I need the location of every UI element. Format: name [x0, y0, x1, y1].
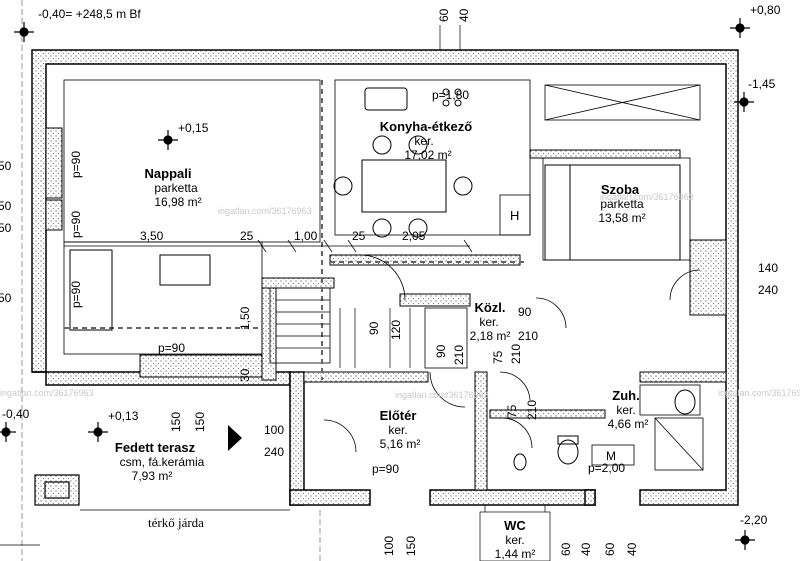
dim-150-bot: 150 — [404, 536, 418, 556]
elevation-left-lower: -0,40 — [2, 407, 30, 421]
wc-floor: ker. — [505, 533, 524, 547]
dim-210d: 210 — [525, 400, 539, 420]
watermark-3: ingatlan.com/36176963 — [0, 388, 94, 398]
dim-210a: 210 — [452, 345, 466, 365]
dim-120: 120 — [389, 320, 403, 340]
elevation-terrace: +0,13 — [108, 409, 139, 423]
dim-100-bot: 100 — [382, 536, 396, 556]
dim-210b: 210 — [509, 344, 523, 364]
living-furniture — [69, 249, 211, 331]
dim-40-bot2: 40 — [625, 542, 639, 556]
dim-150b: 150 — [193, 412, 207, 432]
fridge-h-label: H — [510, 208, 519, 223]
interior-walls — [45, 127, 727, 491]
dim-90c: 90 — [518, 305, 532, 319]
p90-bottom-living: p=90 — [158, 341, 185, 355]
konyha-floor: ker. — [414, 134, 433, 148]
terko-label: térkő járda — [148, 515, 204, 530]
konyha-name: Konyha-étkező — [380, 119, 473, 134]
wc-area: 1,44 m² — [495, 547, 536, 561]
watermark-1: ingatlan.com/36176963 — [218, 206, 312, 216]
dim-30: 30 — [238, 368, 252, 382]
axis-markers — [0, 18, 755, 550]
elevation-top-left: -0,40= +248,5 m Bf — [38, 7, 141, 21]
zuh-area: 4,66 m² — [608, 417, 649, 431]
dashed-lines — [64, 80, 525, 380]
watermark-5: ingatlan.com/36176963 — [718, 388, 800, 398]
dim-350: 3,50 — [140, 229, 164, 243]
terrace-columns — [34, 474, 80, 506]
boiler-m-label: M — [606, 449, 616, 463]
nappali-area: 16,98 m² — [154, 195, 201, 209]
entrance-arrow — [228, 425, 242, 451]
dim-205: 2,05 — [402, 229, 426, 243]
szoba-area: 13,58 m² — [598, 211, 645, 225]
dim-210c: 210 — [518, 329, 538, 343]
nappali-floor: parketta — [154, 181, 198, 195]
eloter-floor: ker. — [388, 423, 407, 437]
kozl-floor: ker. — [479, 315, 498, 329]
szoba-name: Szoba — [601, 182, 640, 197]
elevation-living: +0,15 — [178, 121, 209, 135]
watermark-2: ingatlan.com/36176963 — [600, 192, 694, 202]
left-50c: 50 — [0, 291, 12, 305]
elevation-top-right: +0,80 — [750, 3, 781, 17]
dim-25a: 25 — [240, 229, 254, 243]
dim-60-bot: 60 — [559, 542, 573, 556]
left-50d: 50 — [0, 199, 12, 213]
wc-name: WC — [504, 518, 526, 533]
elevation-bottom-right: -2,20 — [740, 513, 768, 527]
p90-eloter: p=90 — [372, 462, 399, 476]
dim-75b: 75 — [505, 404, 519, 418]
kozl-name: Közl. — [474, 300, 505, 315]
bed — [544, 164, 681, 261]
dim-40-bot: 40 — [579, 542, 593, 556]
nappali-name: Nappali — [145, 166, 192, 181]
watermark-4: ingatlan.com/36176963 — [395, 390, 489, 400]
zuh-floor: ker. — [616, 403, 635, 417]
dim-100-door: 100 — [264, 423, 284, 437]
p90-left-3: p=90 — [69, 281, 83, 308]
terasz-floor: csm, fá.kerámia — [120, 455, 205, 469]
dim-140: 140 — [758, 261, 778, 275]
dim-60-top: 60 — [437, 8, 451, 22]
stairs — [276, 299, 411, 368]
dim-90b: 90 — [434, 344, 448, 358]
elevation-right-upper: -1,45 — [748, 77, 776, 91]
kozl-area: 2,18 m² — [470, 329, 511, 343]
dim-90a: 90 — [367, 321, 381, 335]
terasz-name: Fedett terasz — [115, 440, 196, 455]
dim-240: 240 — [758, 283, 778, 297]
dim-25b: 25 — [352, 229, 366, 243]
konyha-area: 17,02 m² — [404, 148, 451, 162]
dim-100: 1,00 — [294, 229, 318, 243]
p180-kitchen: p=1,80 — [432, 88, 469, 102]
dim-60-bot2: 60 — [603, 542, 617, 556]
left-50b: 50 — [0, 221, 12, 235]
bathroom-fixtures — [513, 389, 696, 471]
dim-240-door: 240 — [264, 445, 284, 459]
szoba-floor: parketta — [600, 197, 644, 211]
eloter-name: Előtér — [380, 408, 417, 423]
zuh-name: Zuh. — [612, 388, 639, 403]
room-outlines — [63, 79, 704, 471]
p90-left-1: p=90 — [69, 151, 83, 178]
dim-40-top: 40 — [457, 8, 471, 22]
dim-150a: 150 — [169, 412, 183, 432]
left-50a: 50 — [0, 159, 12, 173]
dim-75: 75 — [491, 350, 505, 364]
eloter-area: 5,16 m² — [380, 437, 421, 451]
p200-shower: p=2,00 — [588, 461, 625, 475]
dim-150v: 1,50 — [238, 306, 252, 330]
kitchen-table — [333, 87, 473, 238]
p90-left-2: p=90 — [69, 211, 83, 238]
outer-walls — [31, 49, 739, 506]
terasz-area: 7,93 m² — [132, 469, 173, 483]
dimension-lines — [0, 0, 551, 561]
door-arcs — [323, 254, 701, 453]
